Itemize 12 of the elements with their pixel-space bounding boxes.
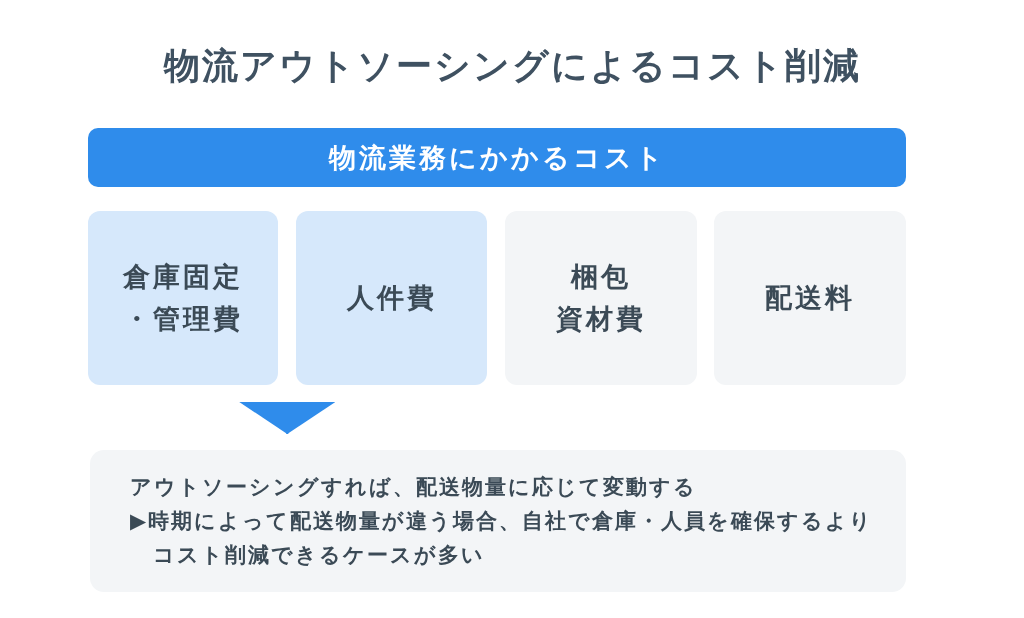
highlighted-cost-card (88, 211, 278, 385)
highlighted-cost-card (296, 211, 487, 385)
down-arrow (239, 401, 336, 435)
title: 物流アウトソーシングによるコスト削減 (163, 44, 861, 88)
cost-label: 梱包資材費 (556, 260, 646, 336)
header-label: 物流業務にかかるコスト (328, 140, 666, 175)
cost-label: 倉庫固定・管理費 (123, 260, 243, 336)
cost-label: 配送料 (765, 281, 855, 315)
note-text: アウトソーシングすれば、配送物量に応じて変動する (130, 474, 697, 501)
bullet-note-text: ▶時期によって配送物量が違う場合、自社で倉庫・人員を確保するよりコスト削減できるケースが多い (130, 508, 875, 569)
cost-label: 人件費 (346, 281, 437, 315)
header-bar (88, 128, 906, 187)
